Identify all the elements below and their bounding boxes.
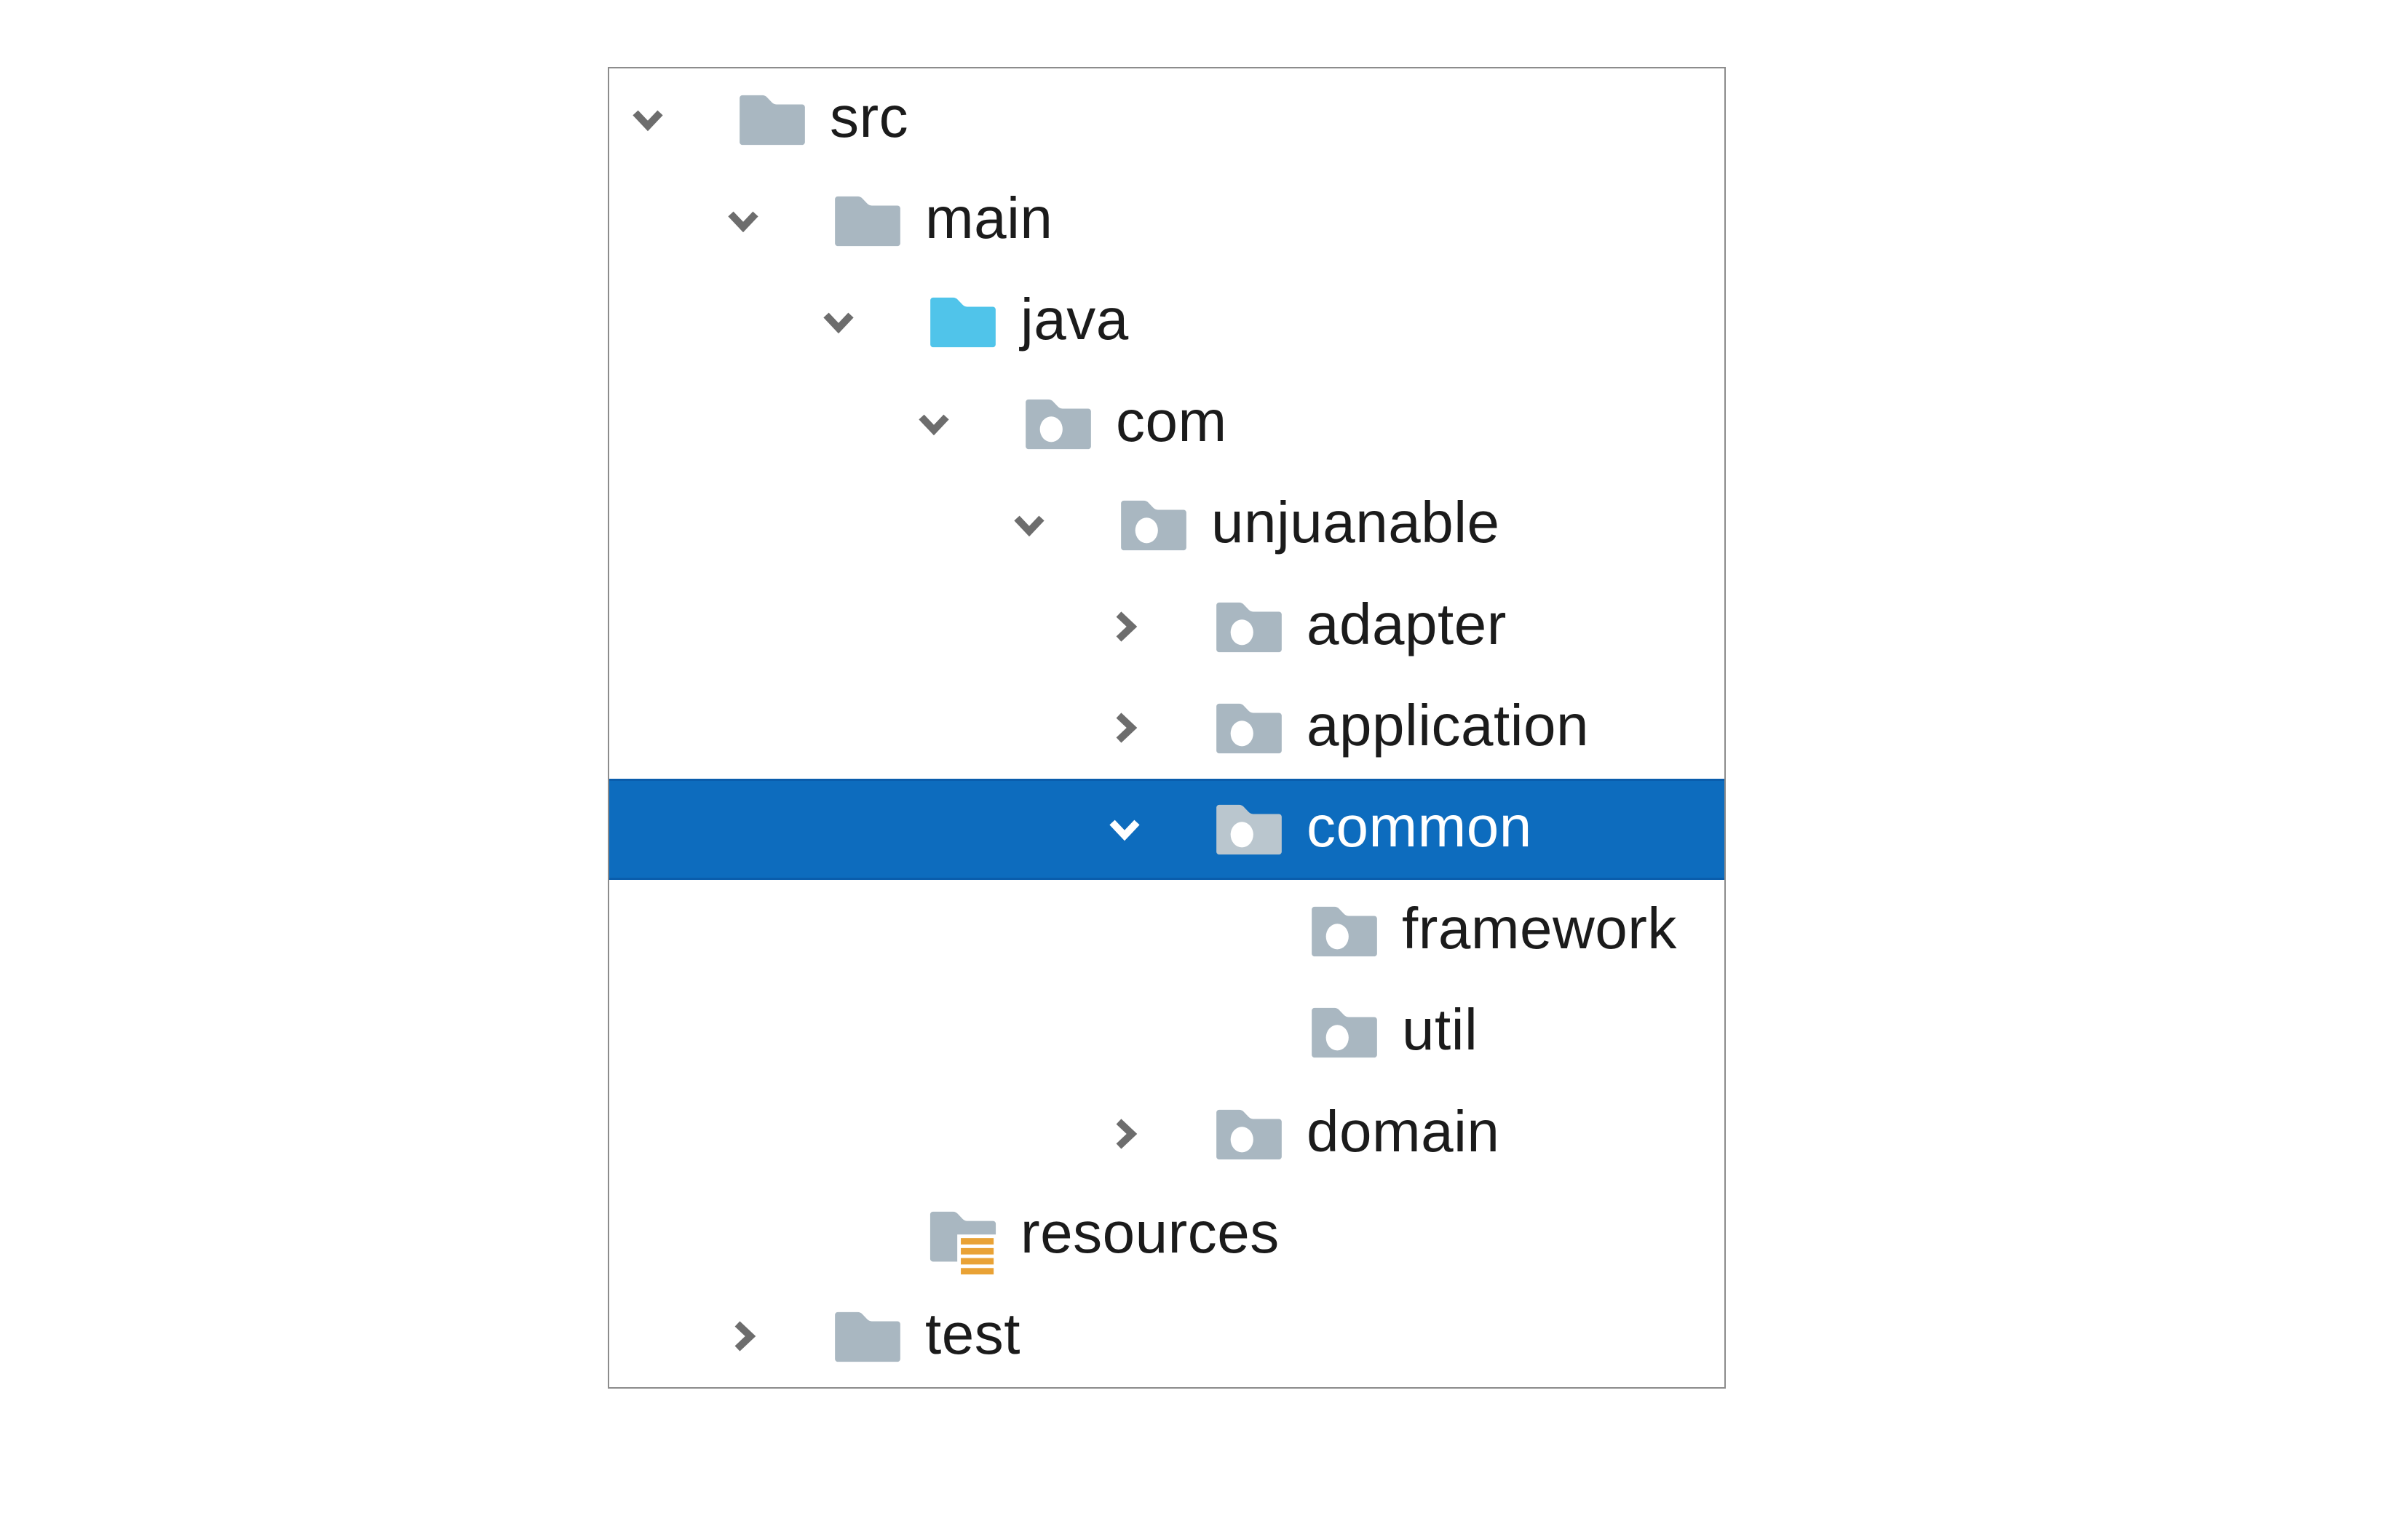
tree-row-unjuanable[interactable]: unjuanable [609,475,1724,576]
tree-item-label: main [925,186,1053,251]
tree-row-domain[interactable]: domain [609,1083,1724,1184]
tree-item-label: framework [1402,895,1677,961]
tree-item-label: domain [1307,1098,1500,1164]
tree-row-common[interactable]: common [609,778,1724,881]
tree-item-label: adapter [1307,591,1507,656]
package-folder-icon [1309,982,1380,1083]
tree-row-java[interactable]: java [609,271,1724,373]
tree-row-src[interactable]: src [609,68,1724,170]
chevron-right-icon[interactable] [1101,704,1148,751]
tree-item-label: src [830,84,909,149]
tree-item-label: com [1116,388,1227,453]
folder-icon [737,68,808,170]
tree-item-label: common [1307,794,1532,860]
tree-row-util[interactable]: util [609,982,1724,1083]
chevron-down-icon[interactable] [1006,501,1053,548]
tree-row-adapter[interactable]: adapter [609,576,1724,677]
chevron-down-icon[interactable] [625,96,671,143]
package-folder-icon [1213,1083,1285,1184]
sources-root-folder-icon [927,271,999,373]
tree-item-label: test [925,1301,1020,1367]
tree-row-framework[interactable]: framework [609,880,1724,981]
package-folder-icon [1213,779,1285,880]
tree-item-label: application [1307,693,1589,758]
package-folder-icon [1118,475,1189,576]
tree-item-label: java [1020,287,1129,352]
tree-item-label: util [1402,997,1478,1063]
tree-row-main[interactable]: main [609,170,1724,271]
chevron-down-icon[interactable] [720,197,766,244]
tree-row-application[interactable]: application [609,677,1724,778]
tree-item-label: unjuanable [1211,490,1500,555]
package-folder-icon [1213,678,1285,779]
chevron-down-icon[interactable] [1101,806,1148,852]
tree-row-com[interactable]: com [609,373,1724,474]
project-tree-panel: src main [608,67,1726,1389]
chevron-down-icon[interactable] [815,298,862,345]
package-folder-icon [1213,576,1285,677]
chevron-right-icon[interactable] [1101,1111,1148,1157]
tree-row-test[interactable]: test [609,1286,1724,1387]
chevron-right-icon[interactable] [1101,603,1148,650]
chevron-down-icon[interactable] [911,400,957,447]
tree-item-label: resources [1020,1199,1280,1265]
tree-row-resources[interactable]: resources [609,1184,1724,1285]
resources-root-folder-icon [927,1184,999,1285]
package-folder-icon [1023,373,1094,474]
package-folder-icon [1309,880,1380,981]
folder-icon [832,1286,903,1387]
folder-icon [832,170,903,271]
chevron-right-icon[interactable] [720,1313,766,1360]
